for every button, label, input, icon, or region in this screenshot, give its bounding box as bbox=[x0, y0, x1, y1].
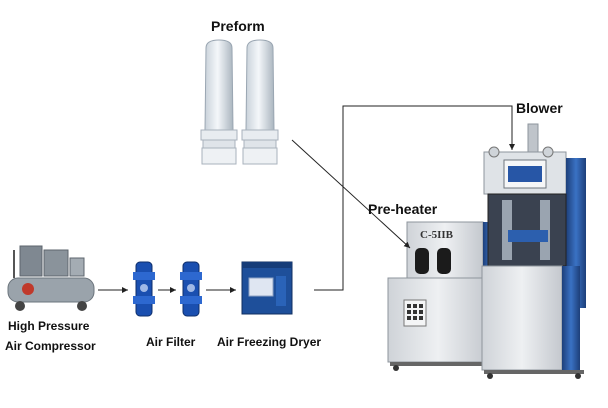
dryer-label: Air Freezing Dryer bbox=[217, 335, 321, 349]
arrow-preform-to-preheater bbox=[291, 139, 411, 249]
flow-connectors bbox=[98, 105, 515, 293]
preheater-label: Pre-heater bbox=[368, 201, 438, 217]
preform-image bbox=[200, 39, 279, 165]
preform-tube-left bbox=[200, 39, 238, 165]
machine-model-label: C-5IIB bbox=[420, 229, 454, 241]
preform-tube-right bbox=[241, 39, 279, 165]
air-filter-1-image bbox=[133, 261, 155, 317]
compressor-label-line2: Air Compressor bbox=[5, 339, 96, 353]
blower-label: Blower bbox=[516, 100, 563, 116]
air-freezing-dryer-image bbox=[241, 261, 293, 315]
air-compressor-image bbox=[7, 245, 95, 311]
preform-label: Preform bbox=[211, 18, 265, 34]
air-filter-2-image bbox=[180, 261, 202, 317]
line-dryer-to-blower bbox=[314, 105, 515, 291]
blower-machine-image bbox=[481, 123, 586, 379]
air-filter-label: Air Filter bbox=[146, 335, 196, 349]
compressor-label-line1: High Pressure bbox=[8, 319, 90, 333]
